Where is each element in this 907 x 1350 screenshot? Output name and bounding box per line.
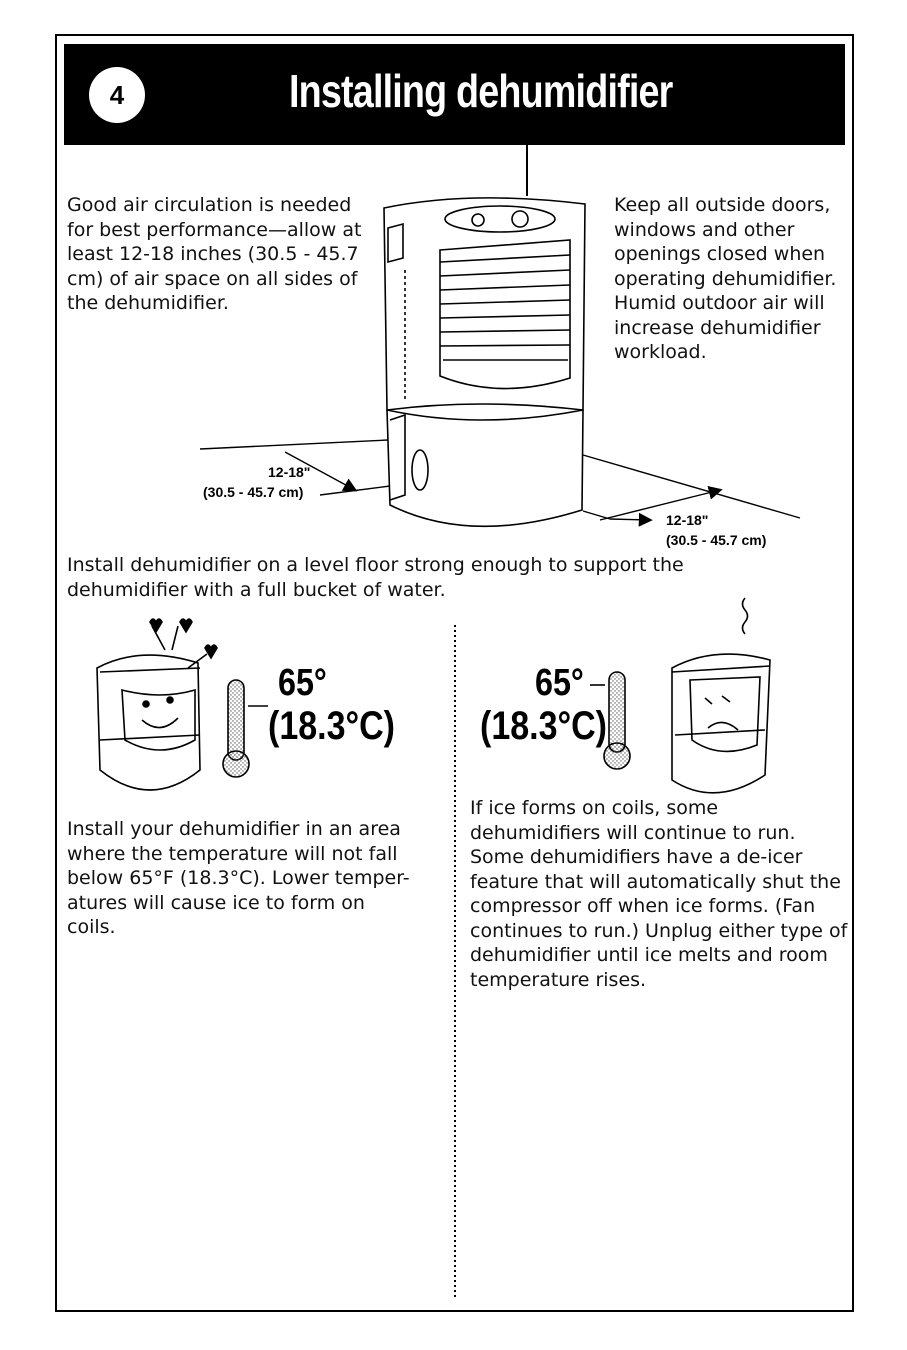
thermometer-icon xyxy=(222,679,268,778)
step-number-badge: 4 xyxy=(89,67,145,123)
temperature-paragraph: Install your dehumidifier in an area whe… xyxy=(67,818,410,938)
page-frame xyxy=(55,34,854,1312)
right-clearance-cm: (30.5 - 45.7 cm) xyxy=(666,532,767,548)
sad-temp-c: (18.3°C) xyxy=(480,704,607,748)
left-clearance-cm: (30.5 - 45.7 cm) xyxy=(203,484,304,500)
right-clearance-inches: 12-18" xyxy=(666,512,709,528)
section-header: 4 Installing dehumidifier xyxy=(64,44,845,145)
ice-coils-paragraph: If ice forms on coils, some dehumidifier… xyxy=(470,797,848,991)
happy-temp-c: (18.3°C) xyxy=(268,704,395,748)
thermometer-icon xyxy=(590,671,631,770)
clearance-lines xyxy=(199,439,801,527)
happy-dehumidifier-illustration xyxy=(96,618,218,791)
level-floor-paragraph: Install dehumidifier on a level floor st… xyxy=(67,554,684,601)
left-clearance-inches: 12-18" xyxy=(268,464,311,480)
section-title: Installing dehumidifier xyxy=(289,65,673,117)
sad-temp-f: 65° xyxy=(535,662,584,704)
air-circulation-paragraph: Good air circulation is needed for best … xyxy=(67,194,362,314)
sad-dehumidifier-illustration xyxy=(671,597,771,794)
dehumidifier-main-illustration xyxy=(383,145,586,528)
doors-windows-paragraph: Keep all outside doors, windows and othe… xyxy=(614,194,837,363)
happy-temp-f: 65° xyxy=(278,662,327,704)
